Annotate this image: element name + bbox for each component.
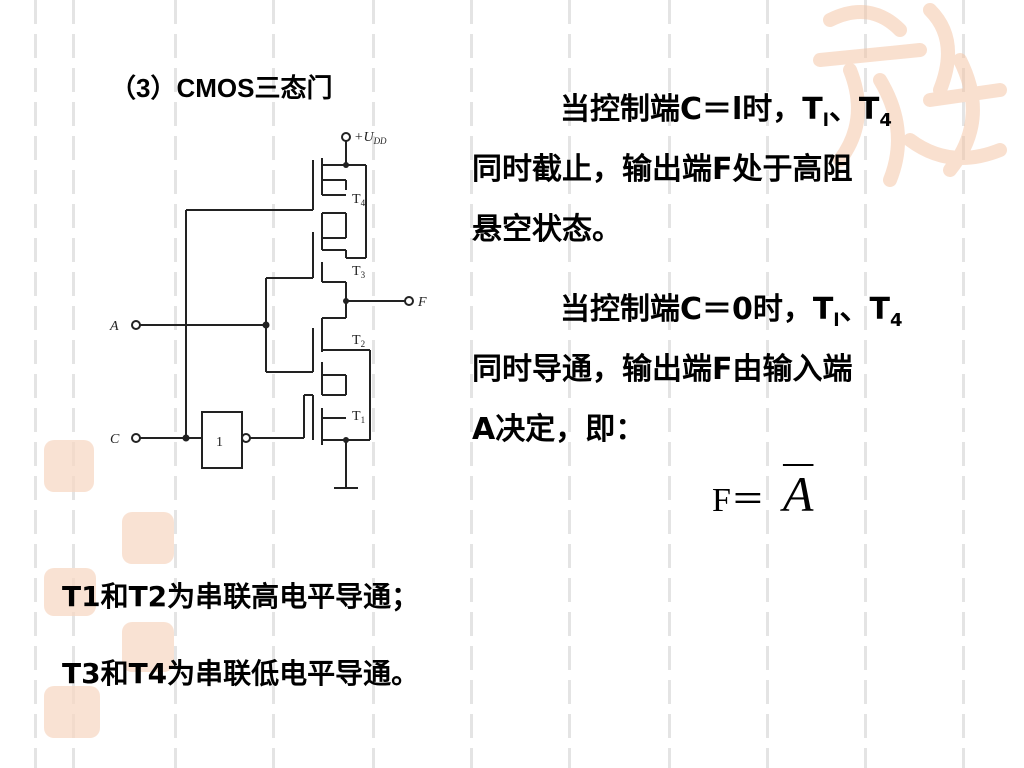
formula-rhs: A <box>782 466 814 522</box>
output-f-label: F <box>417 295 427 310</box>
junction-dot <box>343 298 349 304</box>
note-t3-t4: T3和T4为串联低电平导通。 <box>62 657 420 690</box>
seal-decoration <box>44 568 96 616</box>
input-a-label: A <box>109 319 119 334</box>
brush-watermark <box>810 0 1010 190</box>
bg-line <box>962 0 965 768</box>
junction-dot <box>182 434 190 442</box>
vdd-label: +UDD <box>354 130 387 146</box>
seal-decoration <box>44 686 100 738</box>
bg-line <box>470 0 473 768</box>
junction-dot <box>262 321 270 329</box>
t3-label: T3 <box>352 264 366 280</box>
formula-f-equals-not-a: F＝ A <box>712 465 813 523</box>
bg-line <box>72 0 75 768</box>
t4-label: T4 <box>352 192 366 208</box>
t1-label: T1 <box>352 409 365 425</box>
paragraph-conducting: 当控制端C＝0时，Tl、T4 同时导通，输出端F由输入端 A决定，即： <box>472 292 903 447</box>
bg-line <box>568 0 571 768</box>
junction-dot <box>343 162 349 168</box>
inverter-label: 1 <box>216 435 223 450</box>
seal-decoration <box>122 622 174 672</box>
note-t1-t2: T1和T2为串联高电平导通； <box>62 580 420 613</box>
paragraph-high-impedance: 当控制端C＝l时，Tl、T4 同时截止，输出端F处于高阻 悬空状态。 <box>472 92 892 247</box>
junction-dot <box>343 437 349 443</box>
bg-line <box>272 0 275 768</box>
bg-line <box>864 0 867 768</box>
bg-line <box>372 0 375 768</box>
bg-line <box>34 0 37 768</box>
seal-decoration <box>44 440 94 492</box>
input-c-label: C <box>110 432 120 447</box>
bg-line <box>766 0 769 768</box>
seal-decoration <box>122 512 174 564</box>
slide-title: （3）CMOS三态门 <box>110 73 333 103</box>
t2-label: T2 <box>352 333 365 349</box>
formula-lhs: F＝ <box>712 482 765 519</box>
bg-line <box>668 0 671 768</box>
bg-line <box>174 0 177 768</box>
